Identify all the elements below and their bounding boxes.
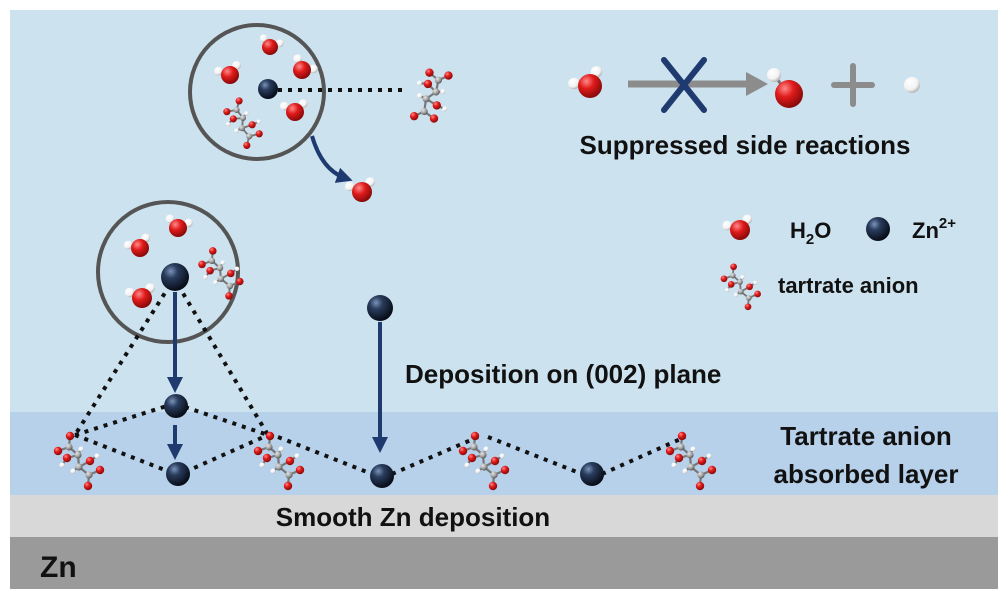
- absorbed-layer-label-line1: Tartrate anion: [780, 421, 951, 451]
- zn-ion-deposited-2: [370, 464, 394, 488]
- tartrate-top-shell: [223, 97, 263, 149]
- tartrate-left-shell: [198, 247, 244, 300]
- water-left-1: [123, 233, 151, 257]
- tartrate-layer-3: [458, 431, 510, 491]
- water-left-3: [124, 283, 156, 308]
- dotted-link-low-left: [74, 433, 171, 474]
- tartrate-layer-4: [665, 431, 717, 491]
- legend-tartrate-label: tartrate anion: [778, 273, 919, 298]
- zn-ion-top-shell: [258, 79, 278, 99]
- zn-substrate-label: Zn: [40, 551, 77, 584]
- zn-substrate-band: [10, 537, 998, 589]
- water-top-4: [280, 99, 308, 121]
- zinc-ions: [161, 79, 890, 488]
- deposit-band: [10, 495, 998, 537]
- legend: H2O Zn2+ tartrate anion: [778, 215, 956, 298]
- zn-ion-falling-2: [367, 295, 393, 321]
- legend-tartrate-icon: [720, 263, 761, 311]
- molecules: [53, 34, 920, 491]
- coordination-lines: [73, 88, 686, 476]
- reaction-arrow-head: [746, 72, 768, 96]
- solvation-shell-top: [188, 23, 326, 161]
- water-top-2: [259, 34, 284, 55]
- legend-zinc-label: Zn2+: [912, 215, 956, 243]
- tartrate-top-free: [409, 68, 453, 123]
- zn-ion-falling-1: [164, 394, 188, 418]
- water-top-3: [293, 54, 318, 79]
- dotted-link-zig-1: [277, 435, 373, 476]
- dotted-link-zig-3: [487, 435, 583, 476]
- electrolyte-background: [10, 10, 998, 412]
- dotted-link-mid-left: [74, 403, 171, 437]
- suppressed-side-reactions-label: Suppressed side reactions: [580, 130, 911, 160]
- deposition-plane-label: Deposition on (002) plane: [405, 359, 721, 389]
- dotted-link-mid-right: [184, 405, 269, 437]
- absorbed-layer-label-line2: absorbed layer: [774, 459, 959, 489]
- zn-ion-deposited-1: [166, 462, 190, 486]
- tartrate-layer-2: [253, 431, 305, 491]
- blocked-cross-icon: [661, 57, 707, 113]
- tartrate-layer-1: [53, 431, 105, 491]
- legend-zn-ion-icon: [866, 217, 890, 241]
- solvation-shell-left: [96, 200, 240, 344]
- plus-icon: [831, 63, 875, 107]
- water-left-2: [165, 214, 193, 237]
- zn-ion-left-shell: [161, 263, 189, 291]
- reaction-hydroxide-icon: [767, 68, 803, 108]
- water-released: [344, 177, 376, 202]
- zn-ion-deposited-3: [580, 462, 604, 486]
- legend-water-label: H2O: [790, 218, 831, 248]
- legend-water-icon: [722, 214, 753, 240]
- water-top-1: [214, 61, 241, 84]
- smooth-deposition-label: Smooth Zn deposition: [276, 502, 550, 532]
- reaction-hydrogen-icon: [904, 77, 920, 93]
- reaction-water-icon: [568, 66, 603, 98]
- water-release-arrow: [310, 135, 353, 183]
